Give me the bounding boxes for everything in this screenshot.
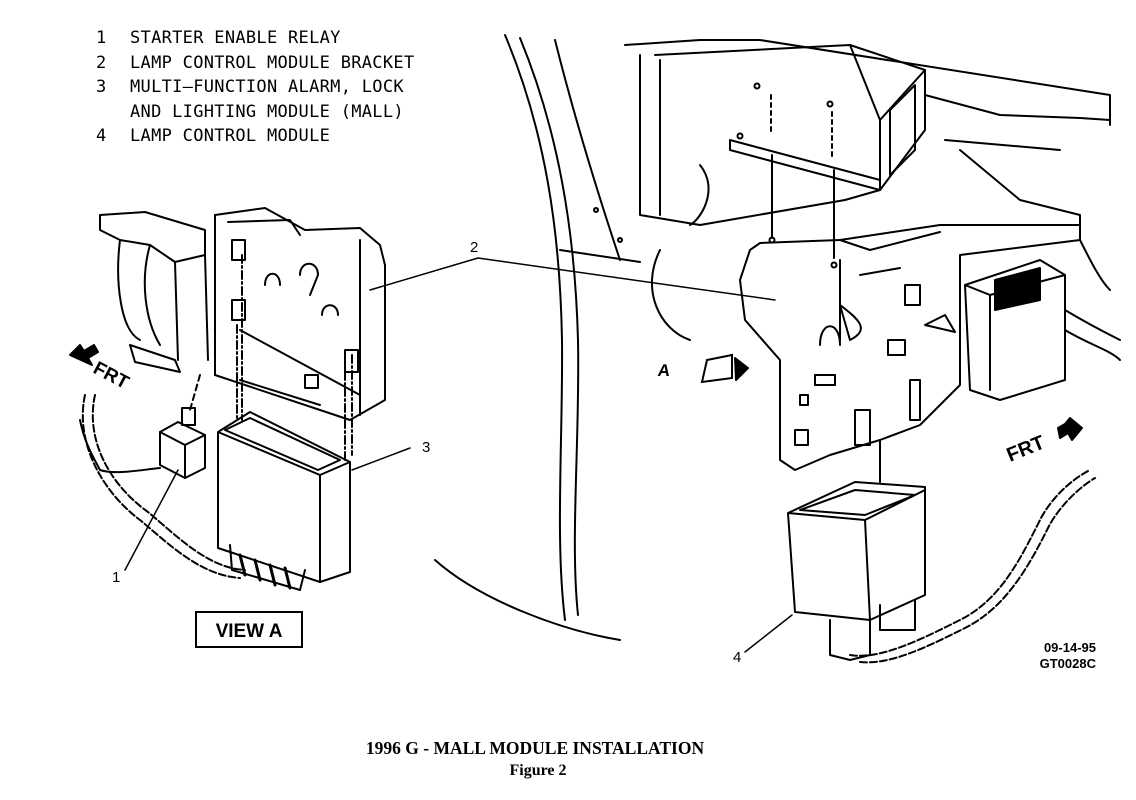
legend-text: MULTI–FUNCTION ALARM, LOCK bbox=[130, 77, 404, 98]
callout-4: 4 bbox=[733, 649, 741, 666]
frt-label-right: FRT bbox=[1004, 432, 1048, 467]
lamp-control-module bbox=[787, 439, 1096, 664]
legend-text-continued: AND LIGHTING MODULE (MALL) bbox=[130, 101, 404, 122]
drawing-code: GT0028C bbox=[1039, 656, 1096, 671]
legend-number: 2 bbox=[96, 52, 107, 73]
starter-enable-relay bbox=[159, 374, 206, 479]
legend-text: LAMP CONTROL MODULE bbox=[130, 126, 331, 147]
frt-arrow-right-shape bbox=[1057, 417, 1083, 441]
mall-module bbox=[217, 411, 351, 591]
frt-arrow-left-shape bbox=[69, 344, 99, 366]
view-a-bracket bbox=[99, 207, 386, 461]
vehicle-body-lines bbox=[434, 34, 691, 641]
legend-item-3: 3 MULTI–FUNCTION ALARM, LOCK bbox=[96, 75, 414, 100]
legend-number: 1 bbox=[96, 28, 107, 48]
callout-3: 3 bbox=[422, 439, 430, 456]
frt-label-left: FRT bbox=[90, 358, 133, 394]
view-a-arrow-shape bbox=[734, 357, 749, 381]
legend-number: 4 bbox=[96, 126, 107, 147]
legend-text: LAMP CONTROL MODULE BRACKET bbox=[130, 52, 415, 73]
drawing-date: 09-14-95 bbox=[1043, 640, 1096, 655]
connector-block bbox=[964, 239, 1121, 401]
figure-number: Figure 2 bbox=[509, 762, 567, 779]
wire-harness bbox=[79, 394, 246, 579]
view-a-label-box: VIEW A bbox=[195, 611, 303, 648]
lamp-control-module-bracket bbox=[739, 224, 1081, 471]
legend-text: STARTER ENABLE RELAY bbox=[130, 28, 341, 48]
legend-item-2: 2 LAMP CONTROL MODULE BRACKET bbox=[96, 51, 414, 76]
legend-item-1: 1 STARTER ENABLE RELAY bbox=[96, 26, 414, 51]
legend-item-4: 4 LAMP CONTROL MODULE bbox=[96, 124, 414, 149]
legend-number: 3 bbox=[96, 77, 107, 98]
dash-housing bbox=[593, 39, 1111, 259]
leader-lines bbox=[124, 257, 793, 653]
view-a-label: VIEW A bbox=[216, 621, 283, 642]
view-a-marker: A bbox=[657, 353, 733, 384]
callout-2: 2 bbox=[470, 239, 478, 256]
view-a-marker-label: A bbox=[657, 361, 672, 380]
figure-title: 1996 G - MALL MODULE INSTALLATION bbox=[365, 738, 705, 758]
callout-1: 1 bbox=[112, 569, 120, 586]
